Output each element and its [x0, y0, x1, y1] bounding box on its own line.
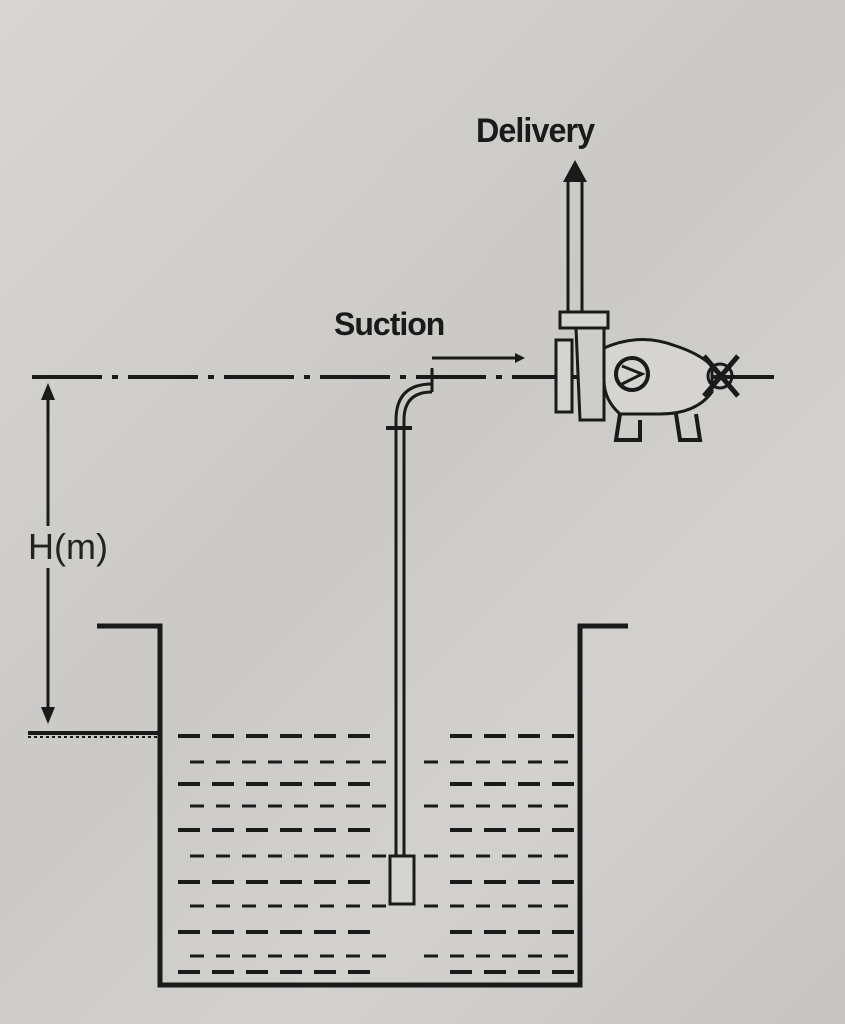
head-label: H(m): [26, 526, 110, 568]
centrifugal-pump: [554, 310, 740, 442]
suction-pipe: [386, 368, 434, 878]
foot-valve: [388, 854, 416, 906]
delivery-pipe: [563, 160, 587, 312]
tank-walls: [97, 623, 628, 988]
suction-label: Suction: [334, 306, 445, 342]
water-level-marker: [28, 731, 160, 738]
liquid-fill: [178, 734, 574, 974]
delivery-label: Delivery: [476, 112, 595, 150]
